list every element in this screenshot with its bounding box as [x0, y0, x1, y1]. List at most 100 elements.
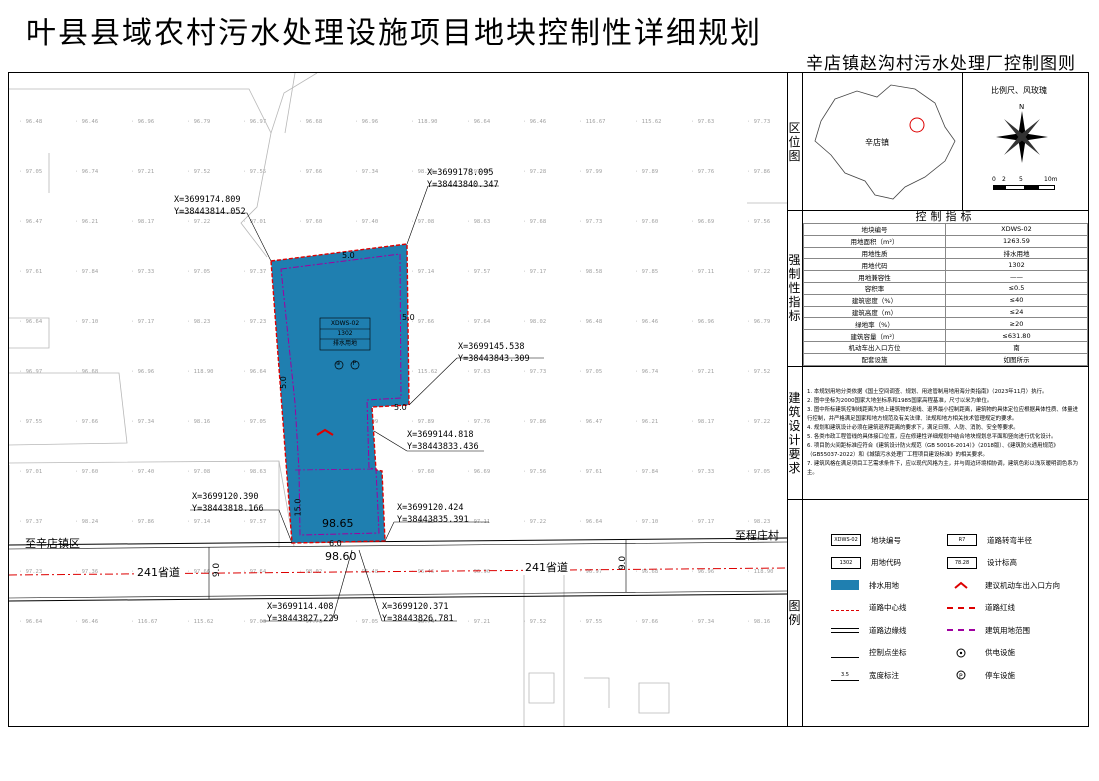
- elevation-point: · 97.34: [691, 619, 715, 625]
- elevation-point: · 97.66: [75, 419, 98, 425]
- elevation-point: · 97.85: [635, 269, 658, 275]
- elevation-point: · 96.46: [75, 619, 98, 625]
- elevation-point: · 98.02: [299, 569, 322, 575]
- elevation-point: · 98.58: [579, 269, 602, 275]
- legend-symbol-elev: 78.28: [947, 556, 977, 569]
- elevation-point: · 98.16: [747, 619, 770, 625]
- elevation-point: · 96.46: [75, 119, 98, 125]
- legend-box-text: 78.28: [954, 559, 970, 566]
- elevation-point: · 97.63: [691, 119, 714, 125]
- elevation-point: · 97.76: [691, 169, 714, 175]
- elevation-point: · 98.17: [131, 219, 154, 225]
- legend-text: 控制点坐标: [869, 648, 907, 657]
- elevation-point: · 97.63: [243, 619, 266, 625]
- elevation-point: · 96.64: [19, 619, 43, 625]
- control-value: ≤631.80: [945, 329, 1088, 342]
- parcel-xdws-02[interactable]: [270, 243, 410, 544]
- legend-item: 控制点坐标: [831, 646, 907, 660]
- elevation-point: · 97.05: [579, 369, 602, 375]
- requirement-item: 6. 项目防火间距标准应符合《建筑设计防火规范（GB 50016-2014）》（…: [807, 443, 1059, 458]
- legend-item: 排水用地: [831, 578, 899, 592]
- elevation-point: · 97.36: [75, 569, 98, 575]
- elevation-point: · 97.05: [467, 169, 490, 175]
- elevation-point: · 97.84: [75, 269, 99, 275]
- elevation-point: · 96.46: [635, 319, 658, 325]
- elevation-point: · 97.17: [131, 319, 154, 325]
- elevation-point: · 97.22: [747, 419, 770, 425]
- elevation-point: · 96.96: [467, 569, 490, 575]
- control-row: 绿地率（%）≥20: [803, 317, 1088, 331]
- elevation-point: · 97.08: [187, 469, 210, 475]
- svg-text:P: P: [959, 673, 963, 680]
- control-key: 用地兼容性: [803, 270, 946, 283]
- legend-text: 道路中心线: [869, 603, 907, 612]
- legend-symbol-parking: P: [947, 670, 975, 680]
- elevation-point: · 97.86: [131, 519, 154, 525]
- elevation-point: · 98.17: [691, 419, 714, 425]
- elevation-point: · 97.66: [411, 319, 434, 325]
- legend-symbol-power: [947, 648, 975, 658]
- legend-symbol-ctrlpt: [831, 647, 859, 658]
- legend-symbol-box: 1302: [831, 556, 861, 569]
- road-west-label: 至辛店镇区: [25, 537, 80, 550]
- elevation-point: · 96.48: [19, 119, 42, 125]
- elevation-point: · 98.23: [747, 519, 770, 525]
- elevation-point: · 97.22: [747, 269, 770, 275]
- elevation-point: · 97.63: [467, 369, 490, 375]
- control-value: 如图所示: [945, 352, 1088, 366]
- elevation-point: · 116.67: [579, 119, 606, 125]
- terrain-lines: [9, 73, 787, 726]
- legend-item: 道路中心线: [831, 601, 907, 615]
- legend-text: 道路红线: [985, 603, 1015, 612]
- control-row: 容积率≤0.5: [803, 281, 1088, 295]
- elevation-point: · 97.23: [19, 569, 42, 575]
- legend-text: 宽度标注: [869, 670, 899, 680]
- leader-lines: [176, 185, 544, 622]
- elevation-point: · 97.52: [747, 369, 770, 375]
- requirement-item: 1. 本规划用地分类依据《国土空间调查、规划、用途管制用地用海分类指南》（202…: [807, 389, 1048, 395]
- control-key: 建筑高度（m）: [803, 305, 946, 319]
- elevation-point: · 96.97: [243, 119, 266, 125]
- elevation-point: · 97.17: [691, 519, 714, 525]
- road-241[interactable]: [9, 537, 787, 602]
- control-row: 用地兼容性——: [803, 270, 1088, 283]
- control-value: XDWS-02: [945, 223, 1088, 236]
- control-row: 用地性质排水用地: [803, 246, 1088, 260]
- control-key: 用地性质: [803, 246, 946, 260]
- elevation-point: · 97.56: [523, 469, 546, 475]
- legend-symbol-code: XDWS-02: [831, 534, 861, 546]
- elevation-point: · 97.10: [75, 319, 98, 325]
- control-key: 用地代码: [803, 258, 946, 272]
- elevation-point: · 97.55: [19, 419, 42, 425]
- elevation-point: · 97.61: [19, 269, 42, 275]
- legend-text: 排水用地: [869, 580, 899, 590]
- location-label: 区位图: [788, 120, 801, 163]
- elevation-point: · 97.66: [635, 619, 658, 625]
- elevation-point: · 97.17: [523, 269, 546, 275]
- setback-south: 6.0: [329, 539, 342, 548]
- control-key: 用地面积（m²）: [803, 234, 946, 248]
- control-key: 绿地率（%）: [803, 317, 946, 331]
- elevation-point: · 97.57: [467, 269, 490, 275]
- elevation-point: · 97.52: [523, 619, 546, 625]
- setback-notch: 5.0: [394, 403, 407, 412]
- legend-text: 道路转弯半径: [987, 535, 1032, 545]
- legend-symbol-edgeline: [831, 627, 859, 633]
- elevation-point: · 97.28: [523, 169, 546, 175]
- elevation-point: · 97.14: [411, 269, 435, 275]
- legend-text: 停车设施: [985, 670, 1015, 680]
- planning-map[interactable]: · 96.48· 96.46· 96.96· 96.79· 96.97· 96.…: [8, 72, 788, 727]
- legend-symbol-entrance: [947, 580, 975, 590]
- elevation-point: · 115.62: [635, 119, 662, 125]
- legend-symbol-redline: [947, 606, 975, 609]
- control-row: 建筑高度（m）≤24: [803, 305, 1088, 319]
- elevation-point: · 116.67: [131, 619, 158, 625]
